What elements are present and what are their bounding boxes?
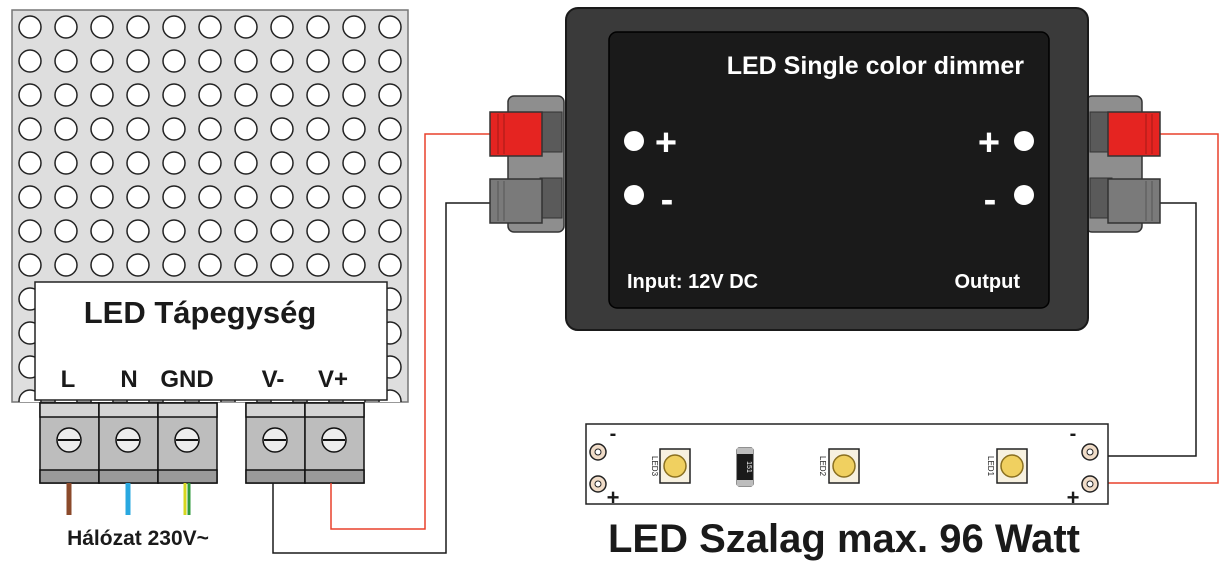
resistor: 151 xyxy=(736,447,754,487)
input-plus-dot xyxy=(624,131,644,151)
psu-label-panel xyxy=(34,281,388,401)
wire-red-input xyxy=(330,133,490,530)
mains-label: Hálózat 230V~ xyxy=(67,527,209,550)
output-minus-plug xyxy=(1107,178,1161,224)
output-label: Output xyxy=(954,271,1020,293)
resistor-label: 151 xyxy=(745,461,752,473)
input-label: Input: 12V DC xyxy=(627,271,758,293)
psu-title: LED Tápegység xyxy=(84,295,317,330)
output-plus-dot xyxy=(1014,131,1034,151)
strip-right-minus: - xyxy=(1070,423,1077,445)
led-label: LED1 xyxy=(986,456,995,477)
dimmer-panel xyxy=(608,31,1050,309)
terminal-block-gnd xyxy=(157,402,218,484)
terminal-label-gnd: GND xyxy=(160,366,213,393)
strip-title: LED Szalag max. 96 Watt xyxy=(608,517,1080,561)
mains-wires xyxy=(66,483,191,515)
led-chip: LED1 xyxy=(986,448,1028,484)
terminal-block-l xyxy=(39,402,100,484)
strip-left-plus: + xyxy=(607,485,620,510)
terminal-label-n: N xyxy=(120,366,137,393)
terminal-label-v-minus: V- xyxy=(262,366,285,393)
input-minus-sign: - xyxy=(661,179,674,221)
wire-red-output xyxy=(1100,133,1219,484)
output-minus-dot xyxy=(1014,185,1034,205)
power-supply-unit: LED Tápegység L N GND V- V+ xyxy=(11,9,409,484)
input-minus-dot xyxy=(624,185,644,205)
input-minus-plug xyxy=(489,178,543,224)
strip-left-minus: - xyxy=(610,423,617,445)
input-plus-sign: + xyxy=(655,122,677,164)
wire-black-input xyxy=(272,202,490,554)
terminal-label-l: L xyxy=(61,366,76,393)
output-minus-sign: - xyxy=(984,179,997,221)
terminal-block-v-plus xyxy=(304,402,365,484)
output-plus-sign: + xyxy=(978,122,1000,164)
terminal-block-n xyxy=(98,402,159,484)
dimmer-unit: LED Single color dimmer + - + - Input: 1… xyxy=(489,7,1161,331)
led-label: LED2 xyxy=(818,456,827,477)
dimmer-title: LED Single color dimmer xyxy=(727,52,1025,80)
led-chip: LED2 xyxy=(818,448,860,484)
input-connector xyxy=(489,95,565,233)
strip-right-plus: + xyxy=(1067,485,1080,510)
led-strip: - + - + LED3 151 LED2 xyxy=(585,423,1109,510)
output-connector xyxy=(1085,95,1161,233)
led-label: LED3 xyxy=(650,456,659,477)
wires xyxy=(272,133,1219,554)
terminal-label-v-plus: V+ xyxy=(318,366,348,393)
terminal-block-v-minus xyxy=(245,402,306,484)
input-plus-plug xyxy=(489,111,543,157)
wire-black-output xyxy=(1100,202,1197,457)
output-plus-plug xyxy=(1107,111,1161,157)
led-chip: LED3 xyxy=(650,448,691,484)
